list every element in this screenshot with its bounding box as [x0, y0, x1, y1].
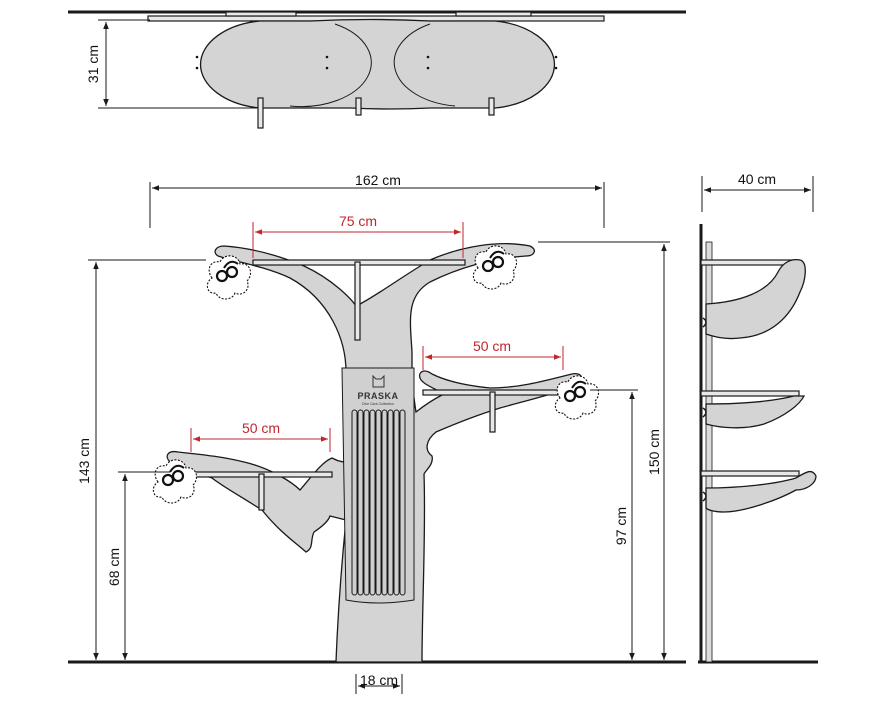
brand-tagline: Dive Cara Collection — [362, 402, 394, 406]
side-post — [705, 241, 713, 663]
side-mid-bracket — [705, 395, 806, 429]
side-view: 40 cm — [698, 171, 818, 664]
side-hook — [702, 317, 707, 328]
screw-dot — [325, 55, 329, 59]
dim-label-68cm: 68 cm — [106, 548, 122, 586]
dim-label-97cm: 97 cm — [613, 507, 629, 545]
screw-dot — [554, 55, 558, 59]
left-shelf-support — [258, 473, 265, 511]
screw-dot — [195, 66, 199, 70]
screw-dot — [325, 66, 329, 70]
top-view-bracket-2 — [455, 11, 532, 17]
side-hook — [702, 491, 707, 502]
hook-peg — [257, 97, 264, 129]
cat-logo-icon — [372, 374, 385, 388]
top-shelf-support — [354, 261, 361, 341]
top-view-right-arc — [393, 23, 456, 107]
hook-peg — [355, 97, 362, 116]
hook-peg — [488, 97, 495, 116]
side-top-bracket — [705, 258, 806, 340]
dim-label-50cm-right: 50 cm — [473, 338, 511, 354]
hanging-toy-icon — [554, 374, 600, 421]
top-view: 31 cm — [68, 10, 686, 129]
dim-label-75cm: 75 cm — [339, 213, 377, 229]
dim-label-31cm: 31 cm — [85, 45, 101, 83]
dim-label-143cm: 143 cm — [76, 438, 92, 484]
right-shelf-support — [489, 391, 496, 433]
side-hook — [702, 407, 707, 418]
dim-label-162cm: 162 cm — [355, 172, 401, 188]
dim-label-150cm: 150 cm — [646, 429, 662, 475]
screw-dot — [426, 66, 430, 70]
top-view-outline — [199, 18, 556, 110]
right-shelf — [422, 389, 576, 396]
dim-label-18cm: 18 cm — [360, 672, 398, 688]
top-view-bracket-1 — [225, 11, 297, 17]
side-bottom-bracket — [705, 470, 817, 513]
side-mid-shelf — [700, 390, 800, 397]
brand-name: PRASKA — [357, 391, 398, 401]
top-view-left-arc — [289, 23, 372, 108]
screw-dot — [426, 55, 430, 59]
scratch-rope — [351, 409, 406, 596]
dim-label-50cm-left: 50 cm — [242, 420, 280, 436]
dim-label-40cm: 40 cm — [738, 171, 776, 187]
screw-dot — [195, 55, 199, 59]
screw-dot — [554, 66, 558, 70]
side-bottom-shelf — [700, 470, 800, 477]
front-view: PRASKA Dive Cara Collection 162 — [68, 172, 686, 694]
side-top-shelf — [700, 259, 798, 266]
